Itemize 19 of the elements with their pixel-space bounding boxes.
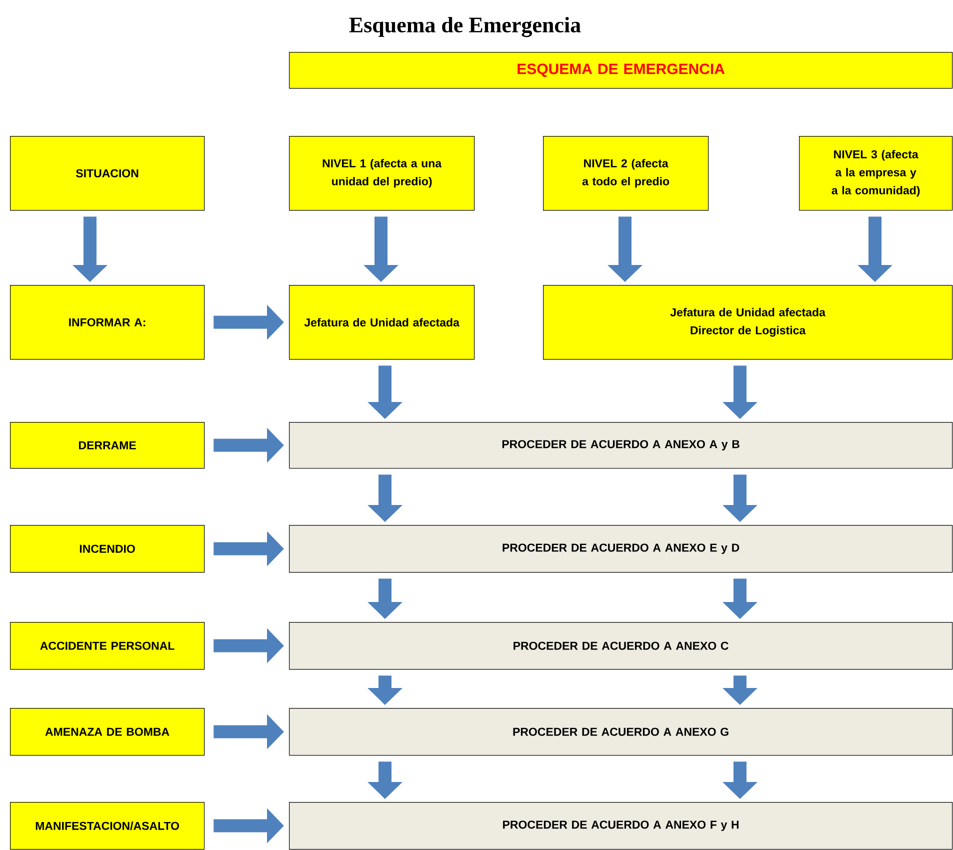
step-box: NIVEL 2 (afecta a todo el predio — [543, 136, 709, 211]
step-box: Jefatura de Unidad afectada Director de Logistica — [543, 285, 953, 360]
step-box: NIVEL 1 (afecta a una unidad del predio) — [289, 136, 475, 211]
step-box: AMENAZA DE BOMBA — [10, 708, 205, 756]
step-box: INFORMAR A: — [10, 285, 205, 360]
step-box: Jefatura de Unidad afectada — [289, 285, 475, 360]
procedure-box: PROCEDER DE ACUERDO A ANEXO A y B — [289, 422, 953, 469]
procedure-box: PROCEDER DE ACUERDO A ANEXO C — [289, 622, 953, 670]
procedure-box: PROCEDER DE ACUERDO A ANEXO F y H — [289, 802, 953, 850]
step-box: NIVEL 3 (afecta a la empresa y a la comunidad) — [799, 136, 953, 211]
banner-box: ESQUEMA DE EMERGENCIA — [289, 52, 953, 89]
step-box: DERRAME — [10, 422, 205, 469]
step-box: ACCIDENTE PERSONAL — [10, 622, 205, 670]
procedure-box: PROCEDER DE ACUERDO A ANEXO E y D — [289, 525, 953, 573]
procedure-box: PROCEDER DE ACUERDO A ANEXO G — [289, 708, 953, 756]
title: Esquema de Emergencia — [349, 16, 581, 38]
step-box: SITUACION — [10, 136, 205, 211]
step-box: INCENDIO — [10, 525, 205, 573]
step-box: MANIFESTACION/ASALTO — [10, 802, 205, 850]
